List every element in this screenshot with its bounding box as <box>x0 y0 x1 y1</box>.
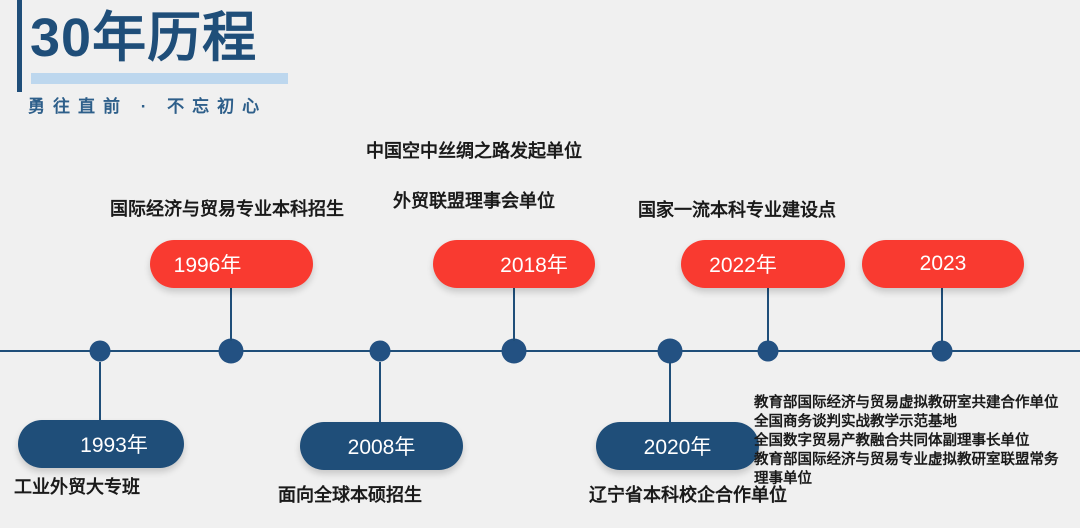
pill-2022[interactable]: 2022年 <box>681 240 845 288</box>
pill-2018[interactable]: 2018年 <box>433 240 595 288</box>
caption-2008: 面向全球本硕招生 <box>278 485 422 505</box>
timeline-dot-1996[interactable] <box>218 338 244 364</box>
header-accent-bar <box>17 0 22 92</box>
pill-label-1996: 1996年 <box>173 254 242 277</box>
caption-2018-upper: 中国空中丝绸之路发起单位 <box>366 141 582 161</box>
notes-2023: 教育部国际经济与贸易虚拟教研室共建合作单位 全国商务谈判实战教学示范基地 全国数… <box>754 394 1066 489</box>
caption-2018-lower: 外贸联盟理事会单位 <box>393 191 555 211</box>
pill-label-2023: 2023 <box>919 252 967 275</box>
caption-2020: 辽宁省本科校企合作单位 <box>589 485 787 505</box>
pill-2023[interactable]: 2023 <box>862 240 1024 288</box>
caption-1993: 工业外贸大专班 <box>14 477 140 497</box>
pill-label-1993: 1993年 <box>80 434 148 457</box>
connector-2018 <box>513 285 515 341</box>
caption-2022: 国家一流本科专业建设点 <box>638 200 836 220</box>
connector-2023 <box>941 285 943 341</box>
connector-1996 <box>230 285 232 341</box>
pill-label-2008: 2008年 <box>347 436 416 459</box>
timeline-dot-2023[interactable] <box>931 340 953 362</box>
page-subtitle: 勇往直前 · 不忘初心 <box>28 97 268 116</box>
timeline-dot-2018[interactable] <box>501 338 527 364</box>
pill-label-2018: 2018年 <box>500 254 568 277</box>
pill-label-2022: 2022年 <box>709 254 777 277</box>
timeline-dot-1993[interactable] <box>89 340 111 362</box>
title-underline <box>31 73 288 84</box>
connector-1993 <box>99 362 101 423</box>
note-line-3: 全国数字贸易产教融合共同体副理事长单位 <box>754 433 1030 449</box>
caption-1996: 国际经济与贸易专业本科招生 <box>110 199 344 219</box>
connector-2008 <box>379 362 381 423</box>
note-line-2: 全国商务谈判实战教学示范基地 <box>754 414 957 430</box>
page-title: 30年历程 <box>30 8 258 68</box>
timeline-dot-2022[interactable] <box>757 340 779 362</box>
timeline-axis <box>0 350 1080 352</box>
pill-label-2020: 2020年 <box>643 436 712 459</box>
pill-1993[interactable]: 1993年 <box>18 420 184 468</box>
connector-2022 <box>767 285 769 341</box>
pill-2008[interactable]: 2008年 <box>300 422 463 470</box>
timeline-dot-2008[interactable] <box>369 340 391 362</box>
connector-2020 <box>669 362 671 423</box>
timeline-dot-2020[interactable] <box>657 338 683 364</box>
note-line-1: 教育部国际经济与贸易虚拟教研室共建合作单位 <box>754 395 1059 411</box>
pill-2020[interactable]: 2020年 <box>596 422 759 470</box>
pill-1996[interactable]: 1996年 <box>150 240 313 288</box>
note-line-4: 教育部国际经济与贸易专业虚拟教研室联盟常务理事单位 <box>754 452 1059 487</box>
